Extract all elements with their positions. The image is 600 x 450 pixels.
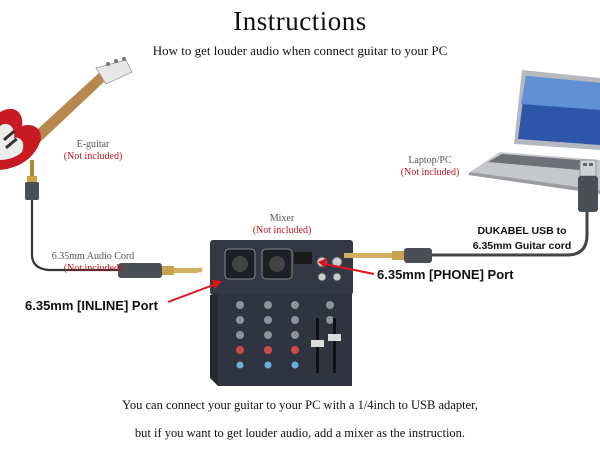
audio-cord-name: 6.35mm Audio Cord [51,251,135,262]
jack-plug-icon [118,263,203,278]
electric-guitar-icon [0,57,133,170]
phone-port-arrow [318,258,375,275]
usb-cable-line1: DUKABEL USB to [477,225,567,237]
audio-cord-label: 6.35mm Audio Cord (Not included) [38,251,148,275]
mixer-label: Mixer (Not included) [242,213,322,237]
laptop-name: Laptop/PC [408,155,452,166]
page-title: Instructions [233,6,367,36]
mixer-name: Mixer [269,213,295,224]
guitar-note: (Not included) [63,151,123,162]
usb-cable [430,212,589,257]
guitar-name: E-guitar [76,139,110,150]
usb-cable-label: DUKABEL USB to 6.35mm Guitar cord [462,224,582,254]
jack-plug-icon [344,248,432,263]
audio-cord-note: (Not included) [63,263,123,274]
laptop-label: Laptop/PC (Not included) [390,155,470,179]
mixer-note: (Not included) [252,225,312,236]
phone-port-label: 6.35mm [PHONE] Port [377,267,514,282]
inline-port-label: 6.35mm [INLINE] Port [25,298,158,313]
laptop-icon [468,70,600,194]
instruction-line-1: You can connect your guitar to your PC w… [122,398,478,412]
jack-plug-icon [25,160,39,200]
usb-cable-line2: 6.35mm Guitar cord [472,240,572,252]
instruction-line-2: but if you want to get louder audio, add… [134,426,466,440]
inline-port-arrow [167,280,222,303]
laptop-note: (Not included) [400,167,460,178]
page-subtitle: How to get louder audio when connect gui… [152,43,448,58]
usb-plug-icon [578,159,598,212]
guitar-label: E-guitar (Not included) [48,139,138,163]
mixer-icon [210,240,353,386]
guitar-cable [30,198,118,272]
